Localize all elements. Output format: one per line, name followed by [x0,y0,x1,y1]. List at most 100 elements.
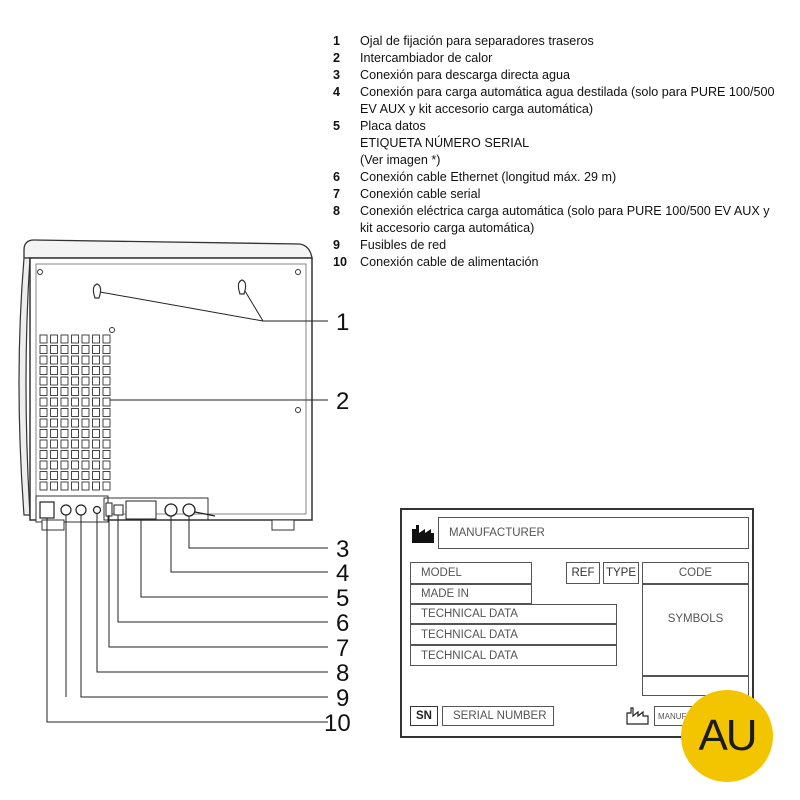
heat-exchanger-grille [39,334,111,491]
sn-label: SN [410,706,438,726]
grille-slot [102,334,111,344]
grille-slot [102,376,111,386]
callout-4: 4 [336,560,349,587]
manufacturer-field: MANUFACTURER [438,517,749,549]
grille-slot [92,376,100,386]
grille-slot [102,387,111,396]
grille-slot [92,481,100,491]
fuse-icon [75,504,87,516]
callout-1: 1 [336,309,349,336]
legend-item-6: 6 Conexión cable Ethernet (longitud máx.… [333,170,617,184]
au-logo: AU [681,690,773,782]
callout-9: 9 [336,685,349,712]
grille-slot [71,439,79,449]
grille-slot [39,429,48,438]
symbols-field: SYMBOLS [642,584,749,676]
grille-slot [92,387,100,396]
grille-slot [71,387,79,396]
grille-slot [39,345,48,354]
grille-slot [92,439,100,449]
grille-slot [102,397,111,407]
grille-slot [71,345,79,354]
grille-slot [71,429,79,438]
grille-slot [50,355,58,365]
grille-slot [50,429,58,438]
grille-slot [39,450,48,459]
grille-slot [71,450,79,459]
device-rear-panel [29,257,313,521]
device-side [18,257,31,516]
grille-slot [81,355,90,365]
legend-item-2: 2 Intercambiador de calor [333,51,493,65]
grille-slot [60,439,69,449]
grille-slot [81,450,90,459]
grille-slot [60,387,69,396]
grille-slot [102,408,111,417]
grille-slot [71,334,79,344]
grille-slot [60,355,69,365]
legend-item-1: 1 Ojal de fijación para separadores tras… [333,34,594,48]
grille-slot [71,408,79,417]
grille-slot [102,481,111,491]
grille-slot [71,366,79,375]
grille-slot [60,418,69,428]
grille-slot [92,345,100,354]
grille-slot [102,439,111,449]
device-panel-inner [35,263,307,515]
grille-slot [81,408,90,417]
callout-8: 8 [336,660,349,687]
fuse-icon [60,504,72,516]
callout-5: 5 [336,585,349,612]
grille-slot [102,450,111,459]
grille-slot [39,397,48,407]
grille-slot [60,345,69,354]
grille-slot [92,355,100,365]
water-drain-icon [182,503,196,517]
grille-slot [60,460,69,470]
grille-slot [92,334,100,344]
grille-slot [50,366,58,375]
grille-slot [71,376,79,386]
legend-item-10: 10 Conexión cable de alimentación [333,255,539,269]
grille-slot [39,334,48,344]
device-foot [271,519,295,531]
made-in-field: MADE IN [410,584,532,604]
grille-slot [81,387,90,396]
data-plate-slot [125,500,157,520]
grille-slot [50,345,58,354]
device-foot [41,519,65,531]
callout-7: 7 [336,635,349,662]
grille-slot [50,408,58,417]
grille-slot [81,397,90,407]
grille-slot [39,387,48,396]
au-logo-text: AU [698,711,757,760]
legend-item-3: 3 Conexión para descarga directa agua [333,68,571,82]
grille-slot [50,450,58,459]
grille-slot [81,366,90,375]
grille-slot [39,471,48,480]
grille-slot [71,481,79,491]
legend-item-5-see-image: (Ver imagen *) [360,153,441,167]
grille-slot [50,387,58,396]
grille-slot [50,418,58,428]
grille-slot [92,418,100,428]
callout-2: 2 [336,388,349,415]
grille-slot [39,408,48,417]
grille-slot [50,481,58,491]
grille-slot [92,408,100,417]
grille-slot [71,355,79,365]
grille-slot [50,460,58,470]
ethernet-port-icon [113,504,124,516]
callout-leaders [46,290,328,723]
legend-list: 1 Ojal de fijación para separadores tras… [333,33,783,271]
data-plate: MANUFACTURER MODEL MADE IN REF TYPE CODE… [400,508,754,738]
grille-slot [39,376,48,386]
grille-slot [50,334,58,344]
grille-slot [92,460,100,470]
grille-slot [39,418,48,428]
grille-slot [102,355,111,365]
grille-slot [81,460,90,470]
grille-slot [60,450,69,459]
connector-strip [35,495,216,523]
grille-slot [92,397,100,407]
